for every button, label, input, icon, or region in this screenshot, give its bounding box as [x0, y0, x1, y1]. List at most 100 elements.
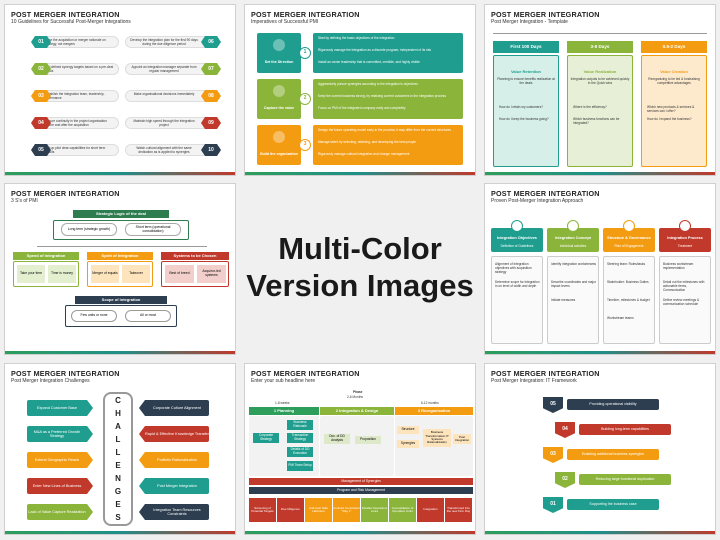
slide-proven-approach[interactable]: POST MERGER INTEGRATION Proven Post-Merg… — [484, 183, 716, 355]
gear-icon — [273, 131, 285, 143]
slide-title: POST MERGER INTEGRATION — [491, 10, 600, 19]
template-column-desc: Planning to ensure benefits realization … — [497, 77, 555, 86]
slide-3s-of-pmi[interactable]: POST MERGER INTEGRATION 3 S's of PMI Str… — [4, 183, 236, 355]
imperative-label: Capture the value — [263, 105, 295, 110]
framework-number: 05 — [543, 397, 563, 413]
arrow-right-icon — [87, 504, 93, 520]
imperative-label-box — [257, 79, 301, 119]
logic-frame — [53, 220, 189, 240]
approach-header-box — [659, 228, 711, 252]
challenge-left: Extend Geographic Reach — [27, 452, 87, 468]
node-corporate-strategy: Corporate Strategy — [253, 433, 279, 443]
slide-subtitle: Post Merger Integration: IT Framework — [491, 378, 577, 384]
speed-header: Speed of Integration — [13, 252, 79, 260]
imperative-number: 3 — [299, 139, 311, 151]
slide-challenges[interactable]: POST MERGER INTEGRATION Post Merger Inte… — [4, 363, 236, 535]
arrow-right-icon — [87, 426, 93, 442]
phase-label: Phase — [353, 390, 363, 394]
imperative-number: 2 — [299, 93, 311, 105]
approach-icon — [567, 220, 579, 232]
template-column-desc: Reorganizing to be led & fundraising com… — [648, 77, 700, 86]
approach-item: Workstream teams — [607, 316, 634, 320]
node-business-rationale: Business Rationale — [287, 420, 313, 430]
slide-title: POST MERGER INTEGRATION — [251, 369, 360, 378]
slide-title: POST MERGER INTEGRATION — [11, 369, 120, 378]
slide-10-guidelines[interactable]: POST MERGER INTEGRATION 10 Guidelines fo… — [4, 4, 236, 176]
framework-number: 02 — [555, 472, 575, 488]
framework-number: 01 — [543, 497, 563, 513]
guideline-number: 07 — [201, 63, 221, 75]
imperative-detail-line: Rigorously manage the integration as a d… — [318, 48, 432, 52]
phase-duration-2: 2-6 Months — [347, 395, 363, 399]
imperative-label: Set the Direction — [264, 59, 294, 64]
framework-step: Enabling additional business synergies — [567, 449, 659, 460]
framework-step: Providing operational visibility — [567, 399, 659, 410]
node-structure: Structure — [397, 426, 419, 434]
approach-body — [547, 256, 599, 344]
guideline-text: Set up pilot clear capabilities for shor… — [45, 146, 106, 155]
banner-line-2: Version Images — [246, 268, 474, 303]
spirit-option-a: Merger of equals — [91, 265, 119, 283]
approach-head: Integration Process — [667, 235, 703, 240]
arrow-left-icon — [139, 426, 145, 442]
speed-option-b: Time is money — [48, 265, 76, 283]
guideline-text: Establish the integration team, leadersh… — [45, 92, 105, 101]
approach-header-box — [603, 228, 655, 252]
approach-sub: Individual activities — [559, 244, 587, 248]
phase-duration-3: 6-12 months — [421, 401, 439, 405]
template-column-sub: Value Creation — [660, 69, 688, 74]
phase-step: Due Diligence — [277, 498, 304, 522]
guideline-text: Appoint an integration manager separate … — [131, 65, 197, 74]
approach-item: Steering team: Roles/tasks — [607, 262, 646, 266]
imperative-label-box — [257, 33, 301, 73]
guideline-number: 04 — [31, 117, 51, 129]
arrow-left-icon — [139, 400, 145, 416]
challenge-left: M&A as a Preferred Growth Strategy — [27, 426, 87, 442]
guideline-text: Watch cultural alignment with the same d… — [136, 146, 192, 155]
template-connector — [493, 33, 707, 34]
guideline-text: Develop the integration plan for the fir… — [130, 38, 198, 47]
approach-head: Integration Concept — [555, 235, 591, 240]
node-proposition: Proposition — [355, 436, 381, 444]
challenge-letter: E — [115, 461, 121, 471]
challenge-left: Expand Customer Base — [27, 400, 87, 416]
challenge-letter: L — [115, 448, 121, 458]
slide-phases[interactable]: POST MERGER INTEGRATION Enter your sub h… — [244, 363, 476, 535]
slide-title: POST MERGER INTEGRATION — [251, 10, 360, 19]
template-column-sub: Value Retention — [510, 69, 541, 74]
slide-subtitle: Post Merger Integration Challenges — [11, 378, 90, 384]
guideline-number: 02 — [31, 63, 51, 75]
slide-footer-bar — [5, 172, 235, 175]
phase-2-header: 2 Integration & Design — [320, 407, 394, 415]
slide-it-framework[interactable]: POST MERGER INTEGRATION Post Merger Inte… — [484, 363, 716, 535]
challenge-letter: H — [115, 409, 121, 419]
approach-header-box — [491, 228, 543, 252]
slide-subtitle: Proven Post-Merger Integration Approach — [491, 198, 584, 204]
challenge-letter: N — [115, 474, 121, 484]
template-column-desc: Integration outputs to be achieved quick… — [570, 77, 630, 86]
banner: Multi-Color Version Images — [240, 182, 480, 354]
arrow-left-icon — [139, 478, 145, 494]
speed-frame — [13, 261, 79, 287]
arrow-left-icon — [139, 504, 145, 520]
approach-item: Detail out the milestones with actionabl… — [663, 280, 705, 293]
guideline-text: Set defined synergy targets based on a p… — [45, 65, 114, 73]
slide-footer-bar — [485, 531, 715, 534]
challenge-right: Post Merger Integration — [145, 478, 209, 494]
framework-number: 04 — [555, 422, 575, 438]
phase-step: Contract Conclusion "Day 1" — [333, 498, 360, 522]
approach-item: Business workstream implementation — [663, 262, 694, 271]
slide-footer-bar — [245, 172, 475, 175]
template-bullet: How do I expand the business? — [647, 117, 692, 121]
slide-template[interactable]: POST MERGER INTEGRATION Post Merger Inte… — [484, 4, 716, 176]
guideline-number: 09 — [201, 117, 221, 129]
guideline-number: 10 — [201, 144, 221, 156]
slide-title: POST MERGER INTEGRATION — [491, 369, 600, 378]
challenge-letter: A — [115, 422, 121, 432]
gear-icon — [273, 39, 285, 51]
guideline-text: Maintain high speed through the integrat… — [133, 119, 195, 128]
slide-imperatives[interactable]: POST MERGER INTEGRATION Imperatives of S… — [244, 4, 476, 176]
long-term-box: Long term (strategic growth) — [61, 223, 117, 236]
arrow-right-icon — [87, 452, 93, 468]
challenges-bracket — [103, 392, 133, 526]
